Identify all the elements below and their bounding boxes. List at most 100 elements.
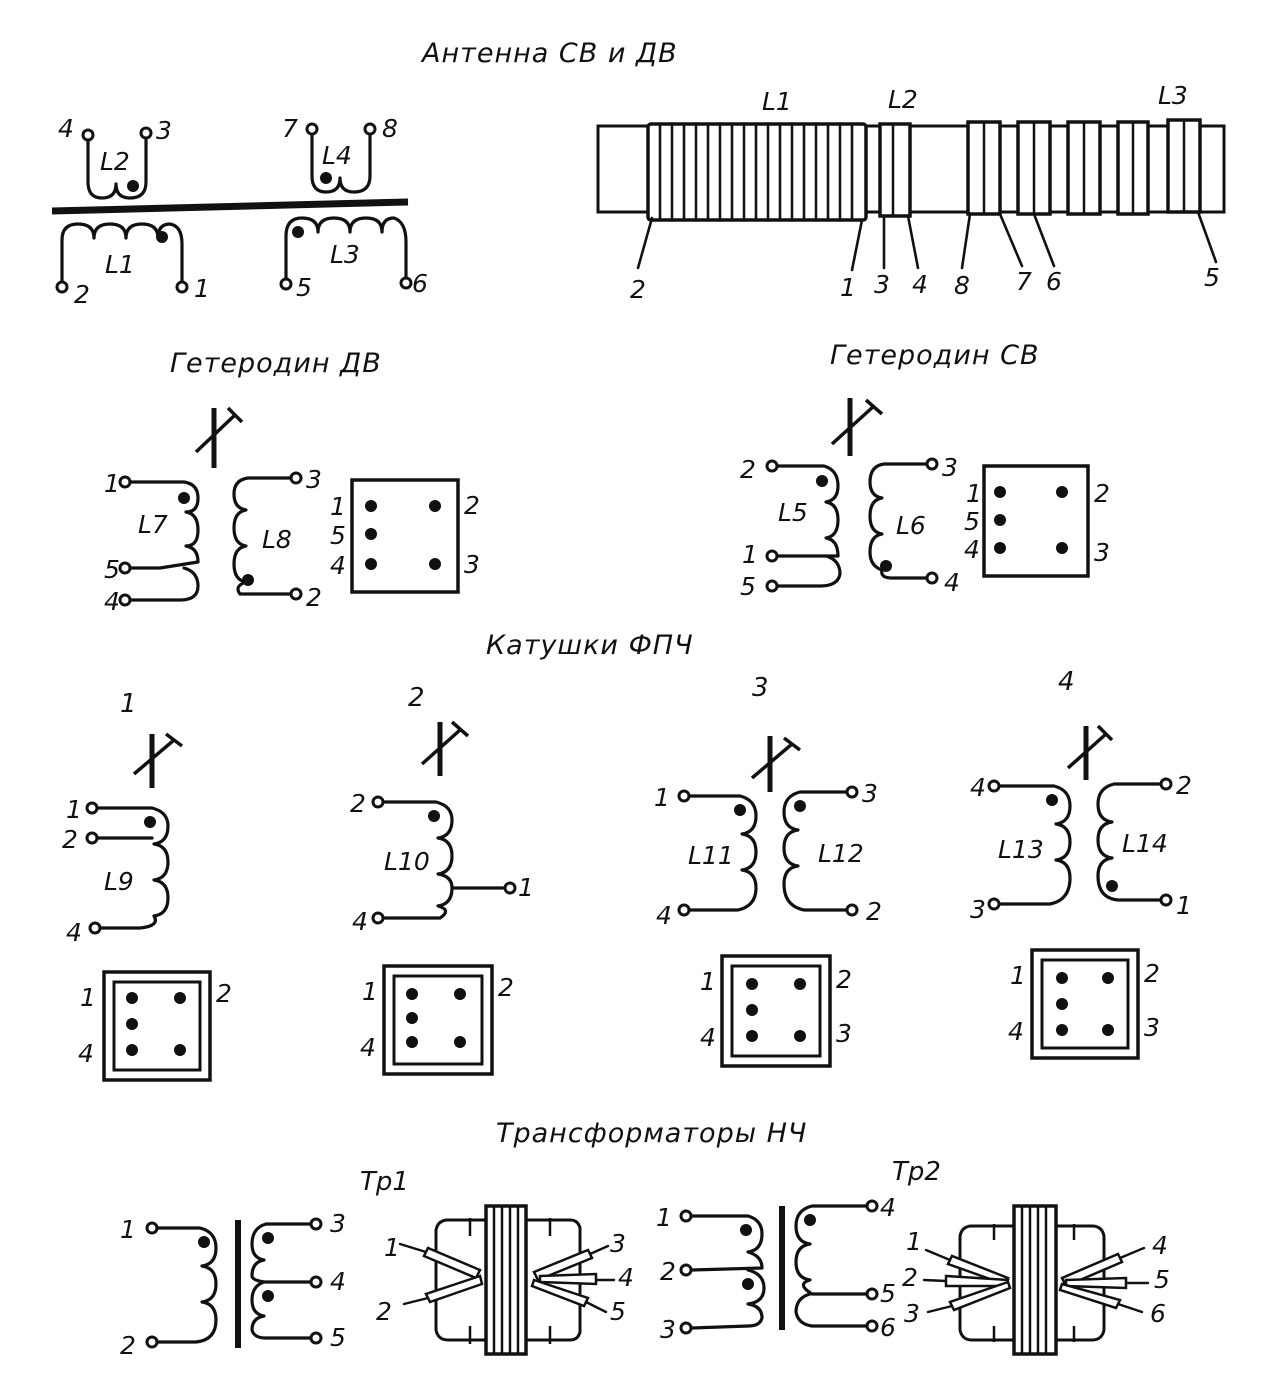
pin-label: 5 xyxy=(104,555,120,584)
coil-label: L5 xyxy=(778,498,808,527)
tuning-slug-icon xyxy=(1066,724,1114,780)
coil-label: L9 xyxy=(104,867,134,896)
pin-label: 2 xyxy=(1144,959,1160,988)
osc-lw-section: Гетеродин ДВ L7 1 5 4 L8 3 2 xyxy=(104,348,480,616)
coil-label: L7 xyxy=(138,510,168,539)
coil-label: L11 xyxy=(688,841,734,870)
pin-label: 7 xyxy=(282,114,298,143)
pin-label: 1 xyxy=(518,873,534,902)
coil-label: L8 xyxy=(262,525,292,554)
osc-lw-coil-l7: L7 1 5 4 xyxy=(104,469,200,616)
rod-lead-label: 3 xyxy=(874,270,890,299)
unit-number: 4 xyxy=(1058,667,1075,697)
pin-label: 6 xyxy=(1150,1299,1166,1328)
ifc-unit-3: 3 L11 1 4 L12 3 2 xyxy=(654,673,882,1068)
tr2-label: Тр2 xyxy=(892,1157,941,1187)
pin-label: 3 xyxy=(306,465,322,494)
pin-label: 1 xyxy=(654,783,670,812)
pin-label: 5 xyxy=(296,273,312,302)
pin-label: 6 xyxy=(412,269,428,298)
pin-label: 8 xyxy=(382,114,398,143)
pin-label: 2 xyxy=(740,455,756,484)
pin-label: 3 xyxy=(970,895,986,924)
antenna-coil-l2: L2 4 3 xyxy=(58,114,172,200)
unit-number: 2 xyxy=(408,683,425,713)
tr1-schematic: Тр1 1 2 3 4 5 xyxy=(120,1167,409,1360)
ifc-unit-2: 2 L10 2 1 4 1 xyxy=(350,683,534,1076)
tuning-slug-icon xyxy=(194,406,244,468)
pin-label: 2 xyxy=(836,965,852,994)
pin-label: 2 xyxy=(1176,771,1192,800)
pin-label: 1 xyxy=(966,479,982,508)
coil-label: L3 xyxy=(330,240,360,269)
pin-label: 3 xyxy=(862,779,878,808)
pin-label: 2 xyxy=(306,583,322,612)
pin-label: 2 xyxy=(902,1263,918,1292)
pin-label: 5 xyxy=(740,572,756,601)
lf-transformers-section: Трансформаторы НЧ Тр1 1 2 3 4 5 xyxy=(120,1118,1170,1360)
pin-label: 5 xyxy=(964,507,980,536)
antenna-section: Антенна СВ и ДВ L2 4 3 L4 7 8 xyxy=(51,38,1226,309)
ifc-unit-4: 4 L13 4 3 L14 2 1 xyxy=(970,667,1192,1060)
tr2-body-drawing: 1 2 3 4 5 6 xyxy=(902,1204,1170,1356)
pin-label: 2 xyxy=(62,825,78,854)
osc-lw-coil-l8: L8 3 2 xyxy=(232,465,322,612)
pin-label: 6 xyxy=(880,1313,896,1342)
osc-lw-title: Гетеродин ДВ xyxy=(170,348,382,379)
pin-label: 1 xyxy=(194,274,210,303)
pin-label: 3 xyxy=(836,1019,852,1048)
rod-lead-label: 7 xyxy=(1016,267,1032,296)
tuning-slug-icon xyxy=(132,732,184,788)
tr2-schematic: Тр2 1 2 3 4 5 6 xyxy=(656,1157,941,1344)
pin-label: 1 xyxy=(1176,891,1192,920)
pin-label: 5 xyxy=(330,521,346,550)
base-footprint: 1 4 2 xyxy=(78,970,232,1082)
base-footprint: 1 4 2 3 xyxy=(700,954,852,1068)
tuning-slug-icon xyxy=(750,736,802,792)
pin-label: 4 xyxy=(656,901,672,930)
pin-label: 2 xyxy=(350,789,366,818)
antenna-ferrite-rod-line xyxy=(51,198,409,215)
pin-label: 1 xyxy=(742,540,758,569)
antenna-coil-l1: L1 2 1 xyxy=(55,222,210,309)
pin-label: 3 xyxy=(1144,1013,1160,1042)
pin-label: 4 xyxy=(78,1039,94,1068)
osc-lw-base-footprint: 1 5 4 2 3 xyxy=(330,478,480,594)
lf-transformers-title: Трансформаторы НЧ xyxy=(496,1118,807,1149)
coil-label: L12 xyxy=(818,839,864,868)
pin-label: 4 xyxy=(1152,1231,1168,1260)
coil-label: L4 xyxy=(322,141,352,170)
coil-label: L6 xyxy=(896,511,926,540)
osc-mw-base-footprint: 1 5 4 2 3 xyxy=(964,464,1110,578)
pin-label: 4 xyxy=(330,1267,346,1296)
coil-label: L1 xyxy=(105,250,135,279)
pin-label: 3 xyxy=(660,1315,676,1344)
rod-label-l2: L2 xyxy=(888,85,918,114)
pin-label: 1 xyxy=(330,492,346,521)
tuning-slug-icon xyxy=(830,398,884,456)
pin-label: 1 xyxy=(362,977,378,1006)
pin-label: 1 xyxy=(104,469,120,498)
pin-label: 3 xyxy=(904,1299,920,1328)
ifc-unit-1: 1 L9 1 2 4 1 4 xyxy=(62,689,232,1082)
pin-label: 2 xyxy=(1094,479,1110,508)
pin-label: 4 xyxy=(964,535,980,564)
antenna-rod-drawing: L1 L2 L3 2 1 3 4 8 7 6 5 xyxy=(596,81,1226,304)
pin-label: 2 xyxy=(216,979,232,1008)
pin-label: 2 xyxy=(376,1297,392,1326)
coil-label: L13 xyxy=(998,835,1044,864)
pin-label: 3 xyxy=(464,550,480,579)
tr1-label: Тр1 xyxy=(360,1167,409,1197)
pin-label: 5 xyxy=(610,1297,626,1326)
pin-label: 5 xyxy=(880,1279,896,1308)
ifc-title: Катушки ФПЧ xyxy=(486,630,694,661)
pin-label: 1 xyxy=(66,795,82,824)
unit-number: 3 xyxy=(752,673,769,703)
pin-label: 4 xyxy=(58,114,74,143)
pin-label: 2 xyxy=(660,1257,676,1286)
pin-label: 1 xyxy=(1010,961,1026,990)
antenna-coil-l3: L3 5 6 xyxy=(279,216,428,302)
pin-label: 2 xyxy=(120,1331,136,1360)
pin-label: 1 xyxy=(120,1215,136,1244)
